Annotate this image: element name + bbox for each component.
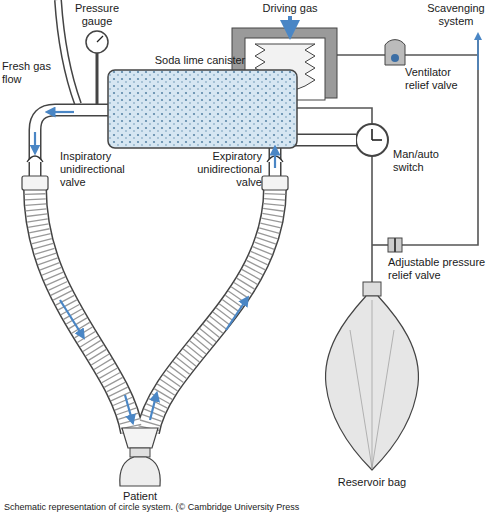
part-label: Pressure gauge <box>62 2 132 28</box>
fresh-gas-tube <box>58 0 78 104</box>
part-label: Reservoir bag <box>322 476 422 489</box>
flow-arrows <box>35 112 275 420</box>
part-label: Soda lime canister <box>140 54 260 67</box>
breathing-tubes <box>35 188 275 432</box>
man-auto-switch <box>356 124 388 156</box>
y-piece-and-mask <box>120 428 160 486</box>
part-label: Ventilator relief valve <box>405 66 475 92</box>
figure-caption: Schematic representation of circle syste… <box>4 502 299 512</box>
reservoir-bag <box>326 282 419 470</box>
part-label: Inspiratory unidirectional valve <box>60 150 140 189</box>
part-label: Adjustable pressure relief valve <box>388 256 496 282</box>
soda-lime-canister <box>108 70 297 148</box>
apl-valve <box>388 238 402 252</box>
part-label: Patient <box>100 490 180 503</box>
part-label: Expiratory unidirectional valve <box>186 150 262 189</box>
ventilator-relief-valve <box>385 40 405 65</box>
driving-gas-arrow <box>288 16 292 30</box>
scavenging-arrow <box>477 36 479 70</box>
part-label: Man/auto switch <box>393 148 463 174</box>
part-label: Scavenging system <box>420 2 492 28</box>
part-label: Driving gas <box>245 2 335 15</box>
part-label: Fresh gas flow <box>2 60 52 86</box>
pressure-gauge <box>86 31 108 53</box>
